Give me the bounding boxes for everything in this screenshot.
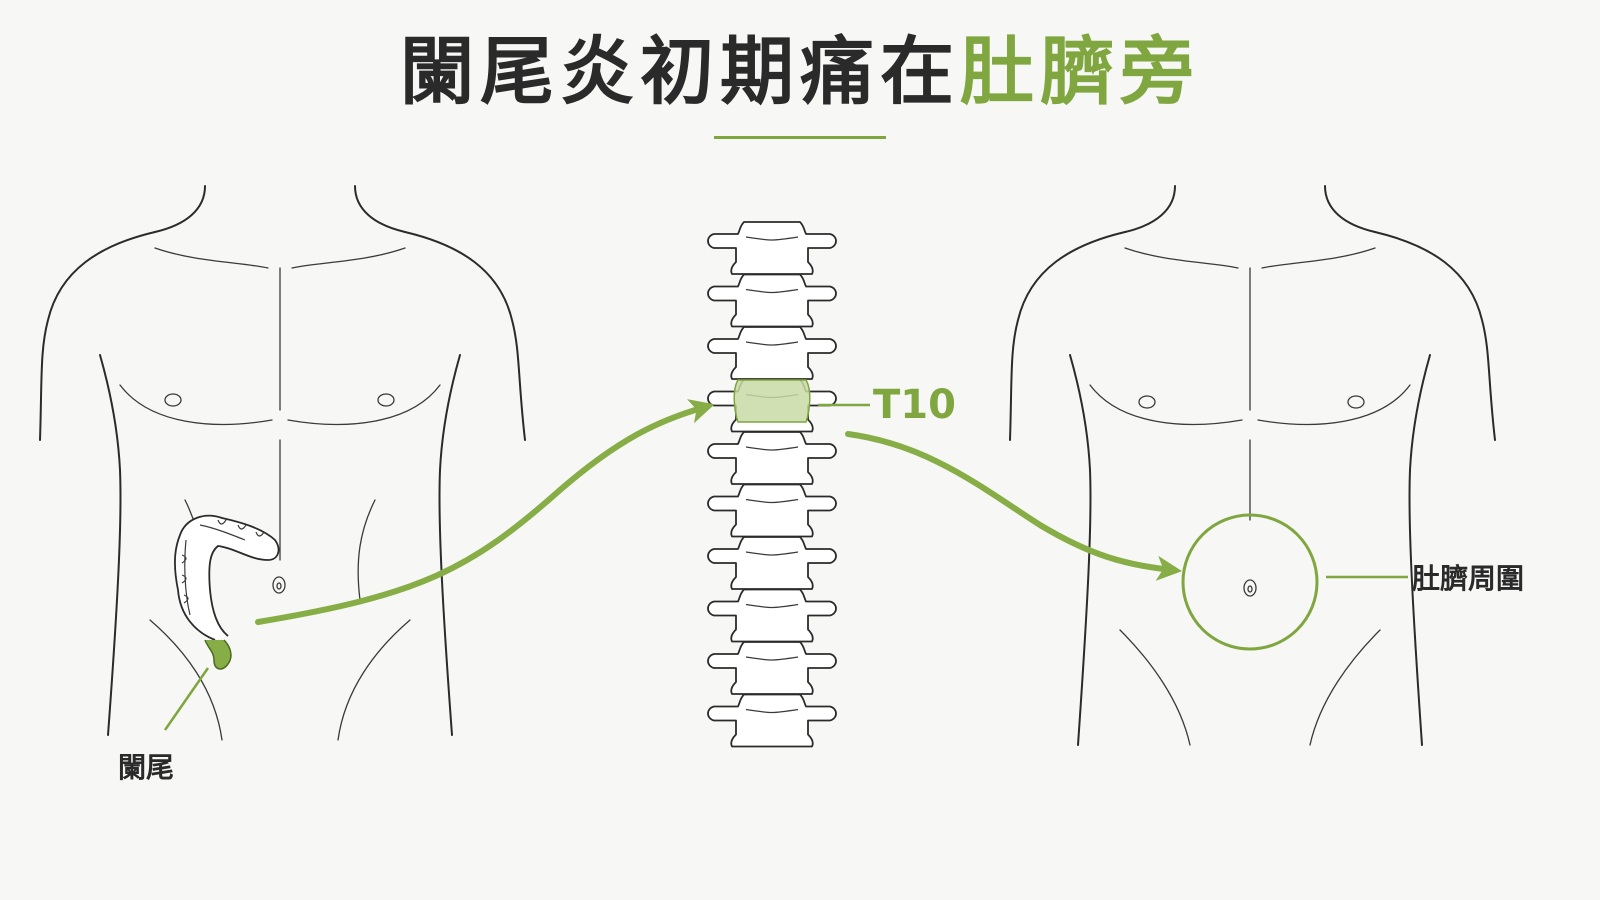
vertebra (707, 326, 837, 380)
vertebra (707, 588, 837, 643)
left-groin-left (149, 619, 223, 741)
title-prefix: 闌尾炎初期痛在 (400, 29, 960, 115)
arrow-appendix-to-spine (255, 399, 715, 625)
left-nipple-right (377, 393, 395, 407)
left-nipple-left (164, 393, 182, 407)
spine-icon (707, 221, 837, 748)
appendix-pointer (163, 667, 210, 731)
vertebra (707, 273, 837, 328)
title-highlight: 肚臍旁 (960, 29, 1200, 115)
vertebra (707, 483, 837, 538)
left-torso-side-right (438, 354, 461, 736)
right-torso-icon (1009, 185, 1496, 746)
left-navel-icon (272, 576, 286, 594)
vertebra (707, 536, 837, 590)
left-pec-left (119, 384, 273, 426)
left-pec-right (287, 384, 441, 426)
vertebra-t10-highlight (733, 379, 811, 423)
left-clavicle-right (291, 247, 406, 269)
left-torso-side-left (99, 354, 122, 736)
left-torso-icon (39, 185, 526, 741)
colon-icon (174, 514, 280, 670)
appendix-label: 闌尾 (118, 751, 174, 784)
title-underline (714, 136, 886, 139)
page-title: 闌尾炎初期痛在肚臍旁 (0, 22, 1600, 122)
vertebra (707, 221, 837, 275)
vertebra (707, 693, 837, 748)
navel-area-label: 肚臍周圍 (1412, 562, 1524, 595)
left-clavicle-left (154, 247, 269, 269)
right-navel-icon (1243, 579, 1257, 597)
left-neck-right (354, 185, 406, 233)
t10-label: T10 (873, 382, 956, 428)
vertebra (707, 641, 837, 695)
left-groin-right (337, 619, 411, 741)
navel-area-circle (1181, 513, 1319, 651)
vertebra (707, 431, 837, 485)
left-arm-outer-right (404, 231, 526, 441)
left-arm-outer-left (39, 231, 156, 441)
left-abs-side-right (357, 499, 376, 601)
arrow-spine-to-navel (845, 431, 1183, 581)
left-neck-left (154, 185, 206, 233)
